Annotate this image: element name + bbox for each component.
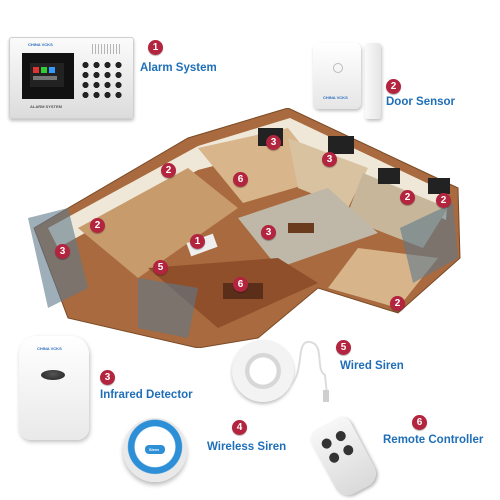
label-wireless-siren: Wireless Siren — [207, 441, 287, 453]
siren-cable — [290, 341, 329, 402]
infrared-detector-device: CHINA VCKS — [19, 336, 89, 440]
plan-badge: 3 — [266, 135, 281, 150]
badge-1: 1 — [148, 40, 163, 55]
plan-badge: 2 — [390, 296, 405, 311]
plan-badge: 6 — [233, 277, 248, 292]
plan-badge: 3 — [261, 225, 276, 240]
wired-siren-device — [232, 340, 294, 404]
remote-controller-device — [307, 414, 381, 500]
panel-speaker-grille — [92, 44, 122, 54]
siren-button-label: Siren — [149, 447, 160, 452]
detector-brand: CHINA VCKS — [37, 346, 62, 351]
door-sensor-brand: CHINA VCKS — [323, 95, 348, 100]
plan-badge: 3 — [322, 152, 337, 167]
plan-badge: 3 — [55, 244, 70, 259]
panel-brand: CHINA VCKS — [28, 42, 53, 47]
plan-badge: 6 — [233, 172, 248, 187]
alarm-panel-device: CHINA VCKS ALARM SYSTEM — [9, 37, 134, 119]
label-infrared-detector: Infrared Detector — [100, 389, 193, 401]
panel-keypad — [80, 60, 125, 98]
badge-3: 3 — [100, 370, 115, 385]
badge-4: 4 — [232, 420, 247, 435]
panel-lcd-screen — [22, 53, 74, 99]
plan-badge: 2 — [436, 193, 451, 208]
siren-button: Siren — [145, 445, 165, 454]
label-door-sensor: Door Sensor — [386, 96, 456, 108]
label-wired-siren: Wired Siren — [340, 360, 404, 372]
door-sensor-magnet — [365, 43, 381, 119]
badge-6: 6 — [412, 415, 427, 430]
badge-2: 2 — [386, 79, 401, 94]
badge-5: 5 — [336, 340, 351, 355]
wireless-siren-device: Siren — [123, 418, 187, 482]
panel-name: ALARM SYSTEM — [30, 104, 62, 109]
floor-plan-illustration: 2 3 2 3 1 5 6 3 6 3 4 2 2 2 — [28, 108, 468, 348]
label-alarm-system: Alarm System — [140, 62, 217, 74]
plan-badge: 2 — [90, 218, 105, 233]
plan-badge: 1 — [190, 234, 205, 249]
plan-badge: 5 — [153, 260, 168, 275]
label-remote-controller: Remote Controller — [383, 434, 484, 446]
door-sensor-device: CHINA VCKS — [313, 43, 361, 109]
plan-badge: 2 — [400, 190, 415, 205]
plan-badge: 2 — [161, 163, 176, 178]
